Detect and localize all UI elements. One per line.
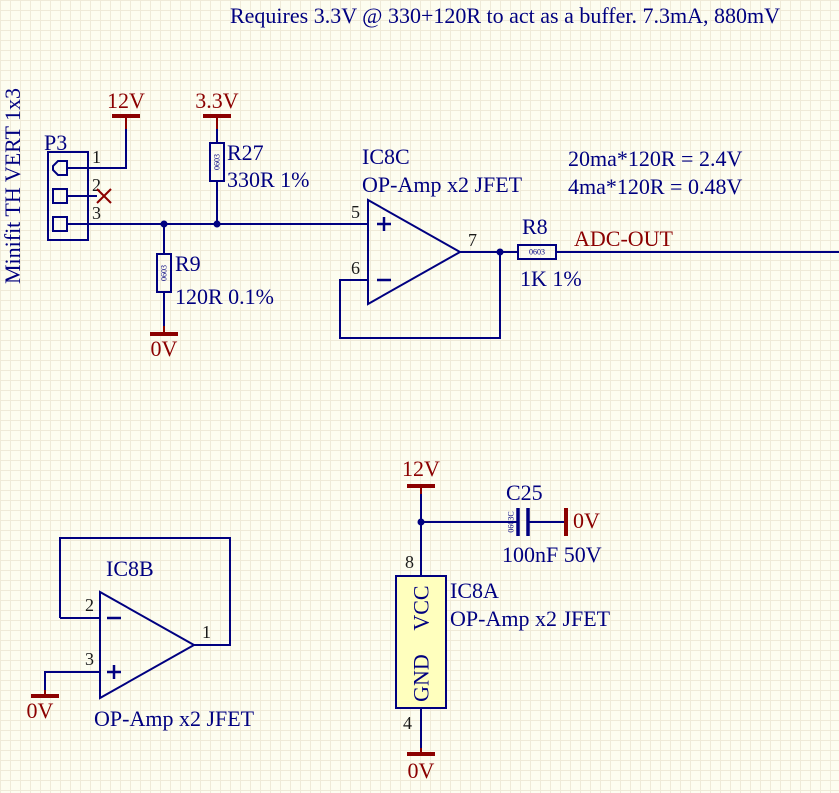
designator-p3[interactable]: P3 xyxy=(44,130,67,155)
designator-r9[interactable]: R9 xyxy=(175,251,201,276)
socket-pin1-icon xyxy=(52,160,68,176)
wire-p3-pin1-to-12v[interactable] xyxy=(88,129,127,169)
pin-number-3: 3 xyxy=(85,649,94,669)
comment-ic8a[interactable]: OP-Amp x2 JFET xyxy=(450,606,611,631)
connector-p3[interactable]: P3 1 2 3 xyxy=(44,130,101,241)
power-port-0v-label[interactable]: 0V xyxy=(408,758,435,783)
power-port-12v-label[interactable]: 12V xyxy=(402,456,440,481)
no-erc-x-icon xyxy=(96,188,112,204)
designator-c25[interactable]: C25 xyxy=(506,480,543,505)
footprint-text: 0603 xyxy=(213,154,222,170)
pin-number-2: 2 xyxy=(92,175,101,195)
designator-ic8c[interactable]: IC8C xyxy=(362,144,410,169)
opamp-power-ic8a[interactable]: VCC GND 8 4 IC8A OP-Amp x2 JFET xyxy=(395,552,611,733)
power-port-12v-p3-label[interactable]: 12V xyxy=(107,88,145,113)
power-port-3v3[interactable]: 3.3V xyxy=(195,88,239,129)
note-connector-type[interactable]: Minifit TH VERT 1x3 xyxy=(0,88,25,284)
designator-ic8b[interactable]: IC8B xyxy=(106,556,154,581)
designator-r27[interactable]: R27 xyxy=(227,140,264,165)
net-label-adc-out[interactable]: ADC-OUT xyxy=(574,226,674,251)
pin-number-5: 5 xyxy=(351,202,360,222)
value-c25[interactable]: 100nF 50V xyxy=(502,542,602,567)
power-port-12v-ic8a[interactable]: 12V xyxy=(402,456,440,494)
ic-body-icon[interactable] xyxy=(395,575,447,709)
resistor-r27[interactable]: 0603 R27 330R 1% xyxy=(209,140,310,192)
pin-number-8: 8 xyxy=(405,552,414,572)
pin-number-1: 1 xyxy=(92,147,101,167)
opamp-ic8b[interactable]: IC8B OP-Amp x2 JFET 2 3 1 xyxy=(85,556,255,731)
pin-number-7: 7 xyxy=(468,230,477,250)
pin-name-vcc: VCC xyxy=(409,585,434,630)
socket-pin3-icon xyxy=(52,216,68,232)
note-calc-4ma[interactable]: 4ma*120R = 0.48V xyxy=(568,174,742,199)
power-port-3v3-label[interactable]: 3.3V xyxy=(195,88,239,113)
pin-number-3: 3 xyxy=(92,203,101,223)
value-r27[interactable]: 330R 1% xyxy=(227,167,310,192)
power-port-0v-ic8a[interactable]: 0V xyxy=(407,748,435,783)
power-port-12v-p3[interactable]: 12V xyxy=(107,88,145,129)
power-port-0v-r9[interactable]: 0V xyxy=(150,326,178,361)
footprint-text: 0603 xyxy=(160,265,169,281)
wire-ic8b-plus-to-gnd[interactable] xyxy=(44,671,100,690)
pin-number-4: 4 xyxy=(403,713,412,733)
opamp-triangle-icon[interactable] xyxy=(99,590,197,700)
comment-ic8b[interactable]: OP-Amp x2 JFET xyxy=(94,706,255,731)
value-r8[interactable]: 1K 1% xyxy=(520,266,582,291)
pin-number-2: 2 xyxy=(85,595,94,615)
no-erc-marker[interactable] xyxy=(96,188,112,204)
note-calc-20ma[interactable]: 20ma*120R = 2.4V xyxy=(568,146,742,171)
pin-number-6: 6 xyxy=(351,258,360,278)
footprint-text: 0603 xyxy=(529,248,545,257)
power-port-0v-ic8b[interactable]: 0V xyxy=(27,690,59,723)
wire-ic8c-feedback[interactable] xyxy=(339,252,501,339)
junction-dot xyxy=(213,220,221,228)
footprint-text: 0603C xyxy=(507,511,516,532)
pin-name-gnd: GND xyxy=(409,654,434,702)
comment-ic8c[interactable]: OP-Amp x2 JFET xyxy=(362,172,523,197)
pin-number-1: 1 xyxy=(202,622,211,642)
wire-ic8b-feedback[interactable] xyxy=(59,537,231,646)
junction-dot xyxy=(496,248,504,256)
designator-r8[interactable]: R8 xyxy=(522,214,548,239)
opamp-triangle-icon[interactable] xyxy=(367,198,463,306)
resistor-r8[interactable]: 0603 R8 1K 1% xyxy=(517,214,582,291)
note-buffer-requirements[interactable]: Requires 3.3V @ 330+120R to act as a buf… xyxy=(230,3,780,28)
opamp-ic8c[interactable]: IC8C OP-Amp x2 JFET 5 6 7 xyxy=(351,144,523,306)
power-port-0v-label[interactable]: 0V xyxy=(151,336,178,361)
socket-pin2-icon xyxy=(52,188,68,204)
designator-ic8a[interactable]: IC8A xyxy=(450,578,499,603)
resistor-r9[interactable]: 0603 R9 120R 0.1% xyxy=(156,251,274,309)
power-port-0v-c25[interactable]: 0V xyxy=(564,508,600,536)
power-port-0v-label[interactable]: 0V xyxy=(573,508,600,533)
power-port-0v-label[interactable]: 0V xyxy=(27,698,54,723)
value-r9[interactable]: 120R 0.1% xyxy=(175,284,274,309)
